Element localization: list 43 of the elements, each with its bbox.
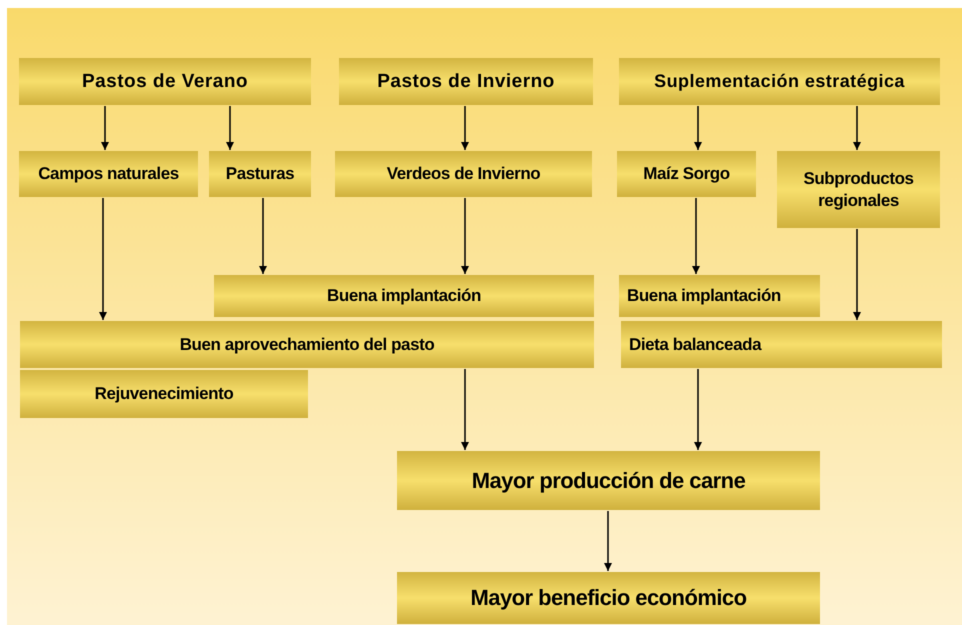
process-box [397,451,820,510]
process-box [335,151,592,197]
arrow [694,106,702,150]
process-box [214,275,594,317]
process-box [19,151,198,197]
arrow [692,198,700,274]
process-box [19,58,311,105]
box-label: Subproductos regionales [802,168,915,211]
box-label: Maíz Sorgo [643,163,730,185]
box-label: Campos naturales [38,163,179,185]
process-box [339,58,593,105]
arrow [259,198,267,274]
process-box [20,321,594,368]
arrow [604,511,612,571]
box-label: Buen aprovechamiento del pasto [180,334,434,356]
process-box [209,151,311,197]
arrow [461,369,469,450]
box-label: Dieta balanceada [629,334,762,356]
box-label: Pastos de Invierno [377,70,555,94]
arrow [853,229,861,320]
arrow [226,106,234,150]
process-box [617,151,756,197]
arrow [101,106,109,150]
box-label: Buena implantación [627,285,781,307]
box-label: Pastos de Verano [82,70,248,94]
process-box [621,321,942,368]
box-label: Buena implantación [327,285,481,307]
arrow [853,106,861,150]
box-label: Rejuvenecimiento [94,383,234,405]
box-label: Pasturas [226,163,294,185]
process-box [619,275,820,317]
process-box [777,151,940,228]
arrow [461,198,469,274]
arrow [99,198,107,320]
arrow [694,369,702,450]
box-label: Mayor beneficio económico [470,584,746,612]
box-label: Verdeos de Invierno [386,163,540,185]
process-box [619,58,940,105]
process-box [397,572,820,624]
process-box [20,370,308,418]
box-label: Mayor producción de carne [472,466,746,494]
box-label: Suplementación estratégica [654,70,905,93]
arrow [461,106,469,150]
